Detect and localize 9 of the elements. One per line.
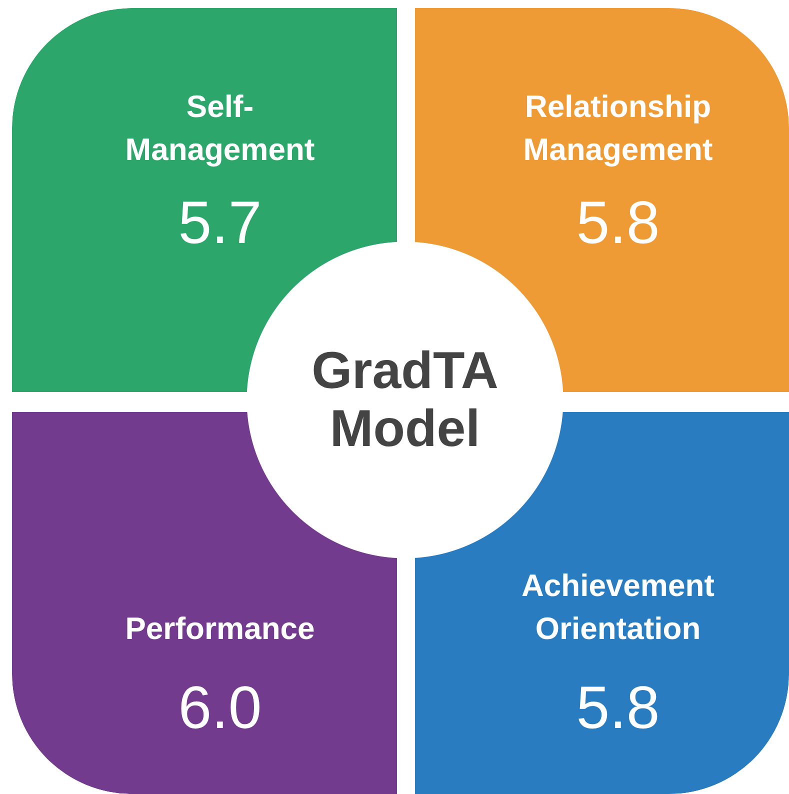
center-title: GradTA Model — [310, 342, 500, 458]
score-value: 6.0 — [178, 675, 262, 741]
category-heading: Achievement Orientation — [520, 567, 716, 648]
category-heading: Performance — [124, 610, 316, 648]
score-value: 5.8 — [576, 675, 660, 741]
category-heading: Self-Management — [124, 88, 316, 169]
category-heading: Relationship Management — [522, 88, 714, 169]
score-value: 5.8 — [576, 190, 660, 256]
score-value: 5.7 — [178, 190, 262, 256]
